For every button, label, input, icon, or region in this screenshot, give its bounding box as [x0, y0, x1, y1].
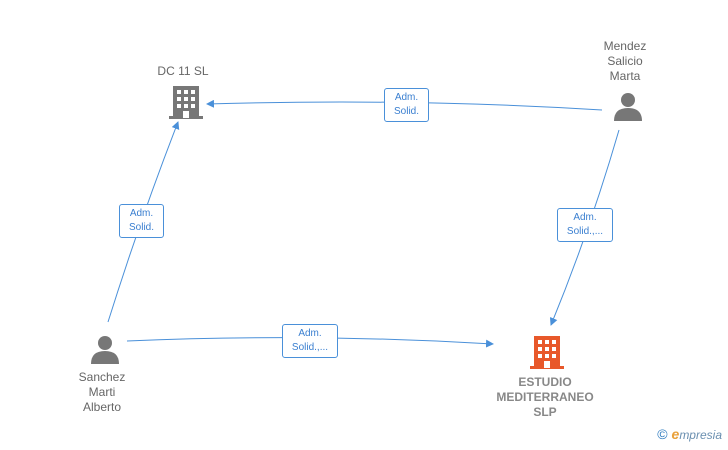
edge-label-line: Adm.	[394, 92, 419, 103]
edge-label-sanchez-dc11[interactable]: Adm. Solid.	[119, 204, 164, 238]
edge-label-sanchez-estudio[interactable]: Adm. Solid.,...	[282, 324, 338, 358]
edge-label-line: Adm.	[129, 208, 154, 219]
brand-name: mpresia	[679, 428, 722, 442]
brand-logo-initial: e	[671, 426, 680, 442]
edge-label-line: Solid.,...	[291, 342, 329, 353]
node-label-sanchez: Sanchez Marti Alberto	[78, 370, 126, 414]
person-icon[interactable]	[612, 92, 644, 122]
edge-label-line: Adm.	[573, 212, 597, 223]
edge-label-line: Adm.	[298, 328, 322, 339]
node-label-mendez: Mendez Salicio Marta	[603, 39, 647, 83]
node-label-estudio: ESTUDIO MEDITERRANEO SLP	[496, 375, 594, 419]
brand-watermark: ©empresia	[657, 426, 722, 442]
edge-label-line: Solid.,...	[566, 226, 604, 237]
edge-label-mendez-dc11[interactable]: Adm. Solid.	[384, 88, 429, 122]
edge-label-line: Solid.	[393, 106, 419, 117]
edge-label-line: Solid.	[128, 222, 154, 233]
person-icon[interactable]	[89, 335, 121, 365]
building-icon[interactable]	[530, 334, 564, 370]
edge-label-mendez-estudio[interactable]: Adm. Solid.,...	[557, 208, 613, 242]
copyright-icon: ©	[657, 426, 668, 442]
node-label-dc11: DC 11 SL	[157, 64, 209, 78]
building-icon[interactable]	[169, 84, 203, 120]
